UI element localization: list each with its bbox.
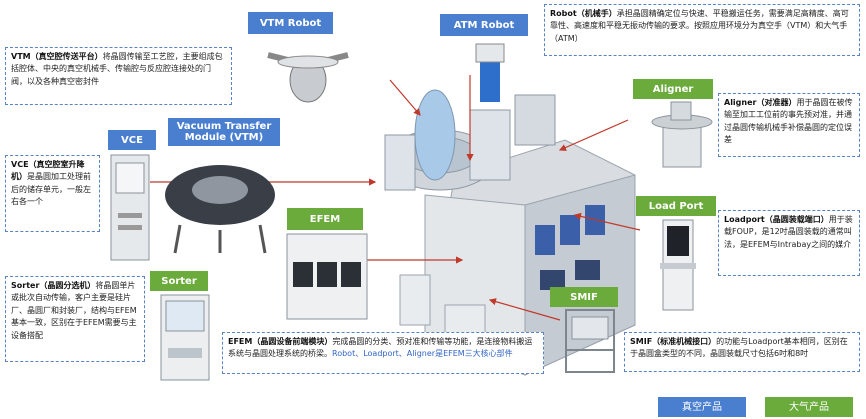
label-vtm-module: Vacuum Transfer Module (VTM) (168, 118, 280, 146)
desc-aligner: Aligner（对准器）用于晶圆在被传输至加工工位前的事先预对准，并通过晶圆传输… (718, 93, 860, 157)
atm-robot-image (470, 38, 510, 103)
label-aligner: Aligner (633, 79, 713, 99)
desc-efem-term: EFEM（晶圆设备前端模块） (228, 337, 333, 346)
label-sorter: Sorter (150, 271, 208, 291)
vtm-module-image (160, 145, 280, 255)
label-vtm-robot: VTM Robot (248, 12, 333, 34)
desc-vce: VCE（真空腔室升降机）是晶圆加工处理前后的储存单元，一般左右各一个 (5, 155, 100, 232)
desc-vce-term: VCE（真空腔室升降机） (11, 160, 85, 182)
smif-image (560, 305, 620, 377)
desc-aligner-text: 用于晶圆在被传输至加工工位前的事先预对准，并通过晶圆传输机械手补偿晶圆的定位误差 (724, 98, 853, 145)
vtm-robot-image (258, 40, 358, 105)
desc-vtm-text: 将晶圆传输至工艺腔，主要组成包括腔体、中央的真空机械手、传输腔与反应腔连接处的门… (11, 52, 223, 86)
label-load-port: Load Port (636, 196, 716, 216)
desc-vtm: VTM（真空腔传送平台）将晶圆传输至工艺腔，主要组成包括腔体、中央的真空机械手、… (5, 47, 232, 105)
load-port-image (655, 218, 700, 313)
desc-loadport-text: 用于装载FOUP，是12吋晶圆装载的通常叫法，是EFEM与Intrabay之间的… (724, 215, 853, 249)
desc-vtm-term: VTM（真空腔传送平台） (11, 52, 103, 61)
desc-vce-text: 是晶圆加工处理前后的储存单元，一般左右各一个 (11, 172, 91, 207)
desc-smif-text: 的功能与Loadport基本相同，区别在于晶圆盒类型的不同，晶圆装载尺寸包括6吋… (630, 337, 848, 359)
desc-robot: Robot（机械手）承担晶圆精确定位与快速、平稳搬运任务，需要满足高精度、高可靠… (544, 4, 860, 56)
legend-atmosphere: 大气产品 (765, 397, 853, 417)
efem-image (285, 232, 370, 322)
vce-image (108, 153, 153, 263)
legend-vacuum: 真空产品 (658, 397, 746, 417)
desc-robot-term: Robot（机械手） (550, 9, 617, 18)
desc-smif: SMIF（标准机械接口）的功能与Loadport基本相同，区别在于晶圆盒类型的不… (624, 332, 860, 372)
desc-aligner-term: Aligner（对准器） (724, 98, 797, 107)
desc-robot-text: 承担晶圆精确定位与快速、平稳搬运任务，需要满足高精度、高可靠性、高速度和平稳无振… (550, 9, 849, 43)
label-atm-robot: ATM Robot (440, 14, 528, 36)
desc-efem: EFEM（晶圆设备前端模块）完成晶圆的分类、预对准和传输等功能，是连接物料搬运系… (222, 332, 544, 374)
desc-sorter-text: 将晶圆单片或批次自动传输，客户主要是硅片厂、晶圆厂和封装厂，结构与EFEM基本一… (11, 281, 137, 340)
desc-loadport: Loadport（晶圆装载端口）用于装载FOUP，是12吋晶圆装载的通常叫法，是… (718, 210, 860, 276)
desc-efem-text: 完成晶圆的分类、预对准和传输等功能，是连接物料搬运系统与晶圆处理系统的桥梁。 (228, 337, 533, 359)
label-vce: VCE (108, 130, 156, 150)
desc-efem-highlight: Robot、Loadport、Aligner是EFEM三大核心部件 (332, 349, 513, 359)
sorter-image (158, 293, 213, 383)
desc-smif-term: SMIF（标准机械接口） (630, 337, 717, 346)
desc-sorter-term: Sorter（晶圆分选机） (11, 281, 96, 290)
desc-sorter: Sorter（晶圆分选机）将晶圆单片或批次自动传输，客户主要是硅片厂、晶圆厂和封… (5, 276, 145, 362)
aligner-image (645, 100, 720, 170)
desc-loadport-term: Loadport（晶圆装载端口） (724, 215, 829, 224)
label-efem: EFEM (287, 208, 363, 230)
label-smif: SMIF (550, 287, 618, 307)
